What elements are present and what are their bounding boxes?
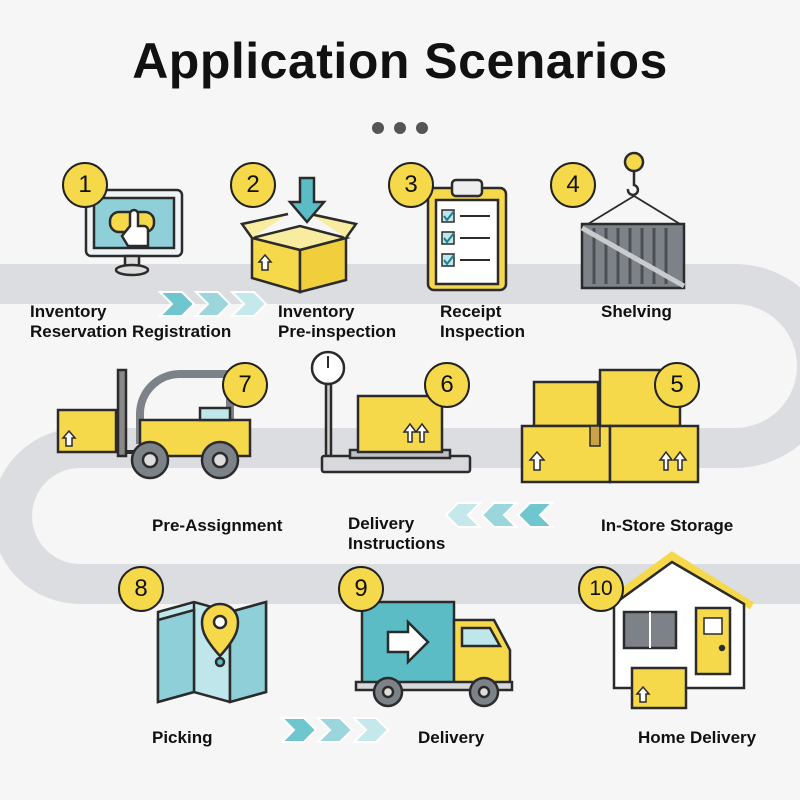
chevrons-right-row3: [279, 717, 390, 743]
step-label-2: Inventory Pre-inspection: [278, 302, 397, 341]
step-label-7: Pre-Assignment: [152, 516, 283, 535]
page-title: Application Scenarios: [132, 33, 668, 89]
house-icon: [601, 551, 755, 710]
step-number-9: 9: [338, 566, 384, 612]
step-number-7: 7: [222, 362, 268, 408]
step-number-1: 1: [62, 162, 108, 208]
delivery-truck-icon: [354, 600, 514, 708]
step-label-5: In-Store Storage: [601, 516, 734, 535]
step-label-3: Receipt Inspection: [440, 302, 526, 341]
step-number-5: 5: [654, 362, 700, 408]
step-number-4: 4: [550, 162, 596, 208]
step-label-1: Inventory Reservation Registration: [30, 302, 232, 341]
crane-container-icon: [580, 151, 686, 290]
clipboard-checklist-icon: [426, 178, 508, 292]
step-number-2: 2: [230, 162, 276, 208]
step-number-3: 3: [388, 162, 434, 208]
step-label-8: Picking: [152, 728, 213, 747]
step-number-10: 10: [578, 566, 624, 612]
forklift-icon: [56, 368, 252, 480]
scale-box-icon: [310, 350, 472, 474]
step-label-10: Home Delivery: [638, 728, 757, 747]
step-number-8: 8: [118, 566, 164, 612]
box-download-icon: [239, 176, 359, 294]
chevrons-right-row1: [157, 291, 268, 317]
step-label-4: Shelving: [601, 302, 672, 321]
map-pin-icon: [156, 600, 268, 704]
monitor-touch-icon: [84, 188, 184, 277]
step-number-6: 6: [424, 362, 470, 408]
step-label-6: Delivery Instructions: [348, 514, 446, 553]
dots-ornament: [372, 122, 428, 134]
road-path: [0, 264, 800, 604]
chevrons-left-row2: [444, 502, 555, 528]
step-label-9: Delivery: [418, 728, 485, 747]
